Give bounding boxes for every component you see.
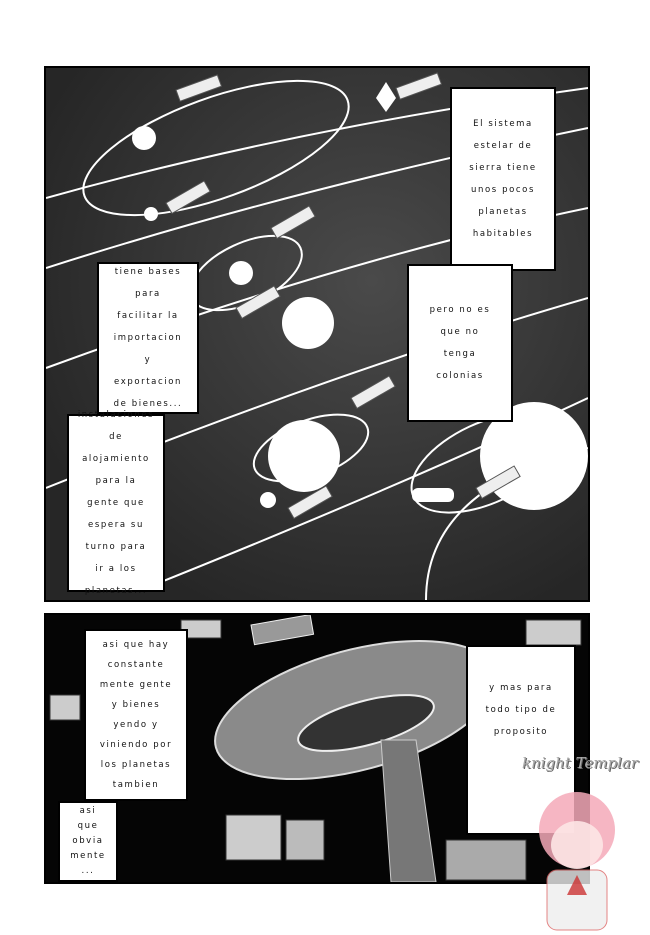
caption-line: tenga xyxy=(443,349,477,359)
caption-line: unos pocos xyxy=(470,185,535,195)
cargo-ship xyxy=(445,839,527,881)
caption-line: constante xyxy=(107,660,165,670)
caption-lodging: instalaciones de alojamiento para la gen… xyxy=(67,410,165,596)
caption-line: turno para xyxy=(85,542,147,552)
caption-line: estelar de xyxy=(473,141,533,151)
caption-line: asi xyxy=(79,806,97,816)
station xyxy=(412,488,454,502)
caption-line: que no xyxy=(440,327,480,337)
caption-line: habitables xyxy=(472,229,534,239)
station-spire xyxy=(380,739,437,882)
planet xyxy=(144,207,158,221)
caption-line: de xyxy=(109,432,123,442)
caption-line: El sistema xyxy=(473,119,533,129)
caption-line: y bienes xyxy=(111,700,161,710)
caption-line: y xyxy=(144,355,152,365)
caption-line: obvia xyxy=(72,836,104,846)
caption-line: y mas para xyxy=(489,683,553,693)
caption-habitable-planets: El sistema estelar de sierra tiene unos … xyxy=(450,87,556,271)
caption-line: que xyxy=(77,821,99,831)
caption-obviously: asi que obvia mente ... xyxy=(58,801,118,882)
caption-line: tiene bases xyxy=(114,267,182,277)
caption-line: pero no es xyxy=(429,305,491,315)
caption-line: ir a los xyxy=(95,564,137,574)
caption-line: mente gente xyxy=(99,680,173,690)
caption-traffic: asi que hay constante mente gente y bien… xyxy=(84,629,188,801)
caption-line: los planetas xyxy=(100,760,172,770)
planet xyxy=(268,420,340,492)
cargo-ship xyxy=(285,819,325,861)
planet xyxy=(282,297,334,349)
station-marker xyxy=(376,82,396,112)
caption-line: tambien xyxy=(112,780,160,790)
caption-line: planetas xyxy=(478,207,528,217)
label-tag xyxy=(395,72,443,100)
panel-star-system: El sistema estelar de sierra tiene unos … xyxy=(44,66,590,602)
caption-line: mente xyxy=(70,851,106,861)
label-tag xyxy=(165,180,211,215)
panel-space-station: asi que hay constante mente gente y bien… xyxy=(44,613,590,884)
planet xyxy=(132,126,156,150)
caption-line: colonias xyxy=(436,371,484,381)
caption-line: alojamiento xyxy=(82,454,150,464)
caption-line: espera su xyxy=(88,520,144,530)
orbit xyxy=(82,79,350,217)
caption-line: yendo y xyxy=(113,720,159,730)
caption-line: gente que xyxy=(87,498,145,508)
caption-line: proposito xyxy=(493,727,549,737)
planet xyxy=(229,261,253,285)
caption-colonies: pero no es que no tenga colonias xyxy=(407,264,513,422)
caption-line: asi que hay xyxy=(102,640,170,650)
caption-line: de bienes... xyxy=(113,399,183,409)
caption-line: todo tipo de xyxy=(485,705,557,715)
label-tag xyxy=(287,485,333,520)
caption-line: sierra tiene xyxy=(469,163,537,173)
label-tag xyxy=(175,74,223,102)
mascot-watermark-illustration xyxy=(539,792,615,931)
planet xyxy=(260,492,276,508)
caption-line: ... xyxy=(81,866,95,876)
star-system-illustration xyxy=(46,72,588,600)
caption-line: importacion xyxy=(113,333,183,343)
caption-line: viniendo por xyxy=(99,740,173,750)
caption-line: planetas... xyxy=(84,586,148,596)
cargo-ship xyxy=(525,619,582,646)
cargo-ship xyxy=(225,814,282,861)
label-tag xyxy=(475,465,521,500)
solar-panel xyxy=(250,615,315,646)
station-ring xyxy=(297,694,435,752)
cargo-ship xyxy=(49,694,81,721)
caption-line: facilitar la xyxy=(117,311,179,321)
label-tag xyxy=(350,375,396,410)
watermark: knight Templar xyxy=(522,754,639,772)
caption-line: para la xyxy=(95,476,137,486)
label-tag xyxy=(235,285,281,320)
caption-line: para xyxy=(135,289,161,299)
caption-line: instalaciones xyxy=(77,410,155,420)
label-tag xyxy=(270,205,316,240)
caption-bases: tiene bases para facilitar la importacio… xyxy=(97,262,199,414)
caption-line: exportacion xyxy=(114,377,182,387)
